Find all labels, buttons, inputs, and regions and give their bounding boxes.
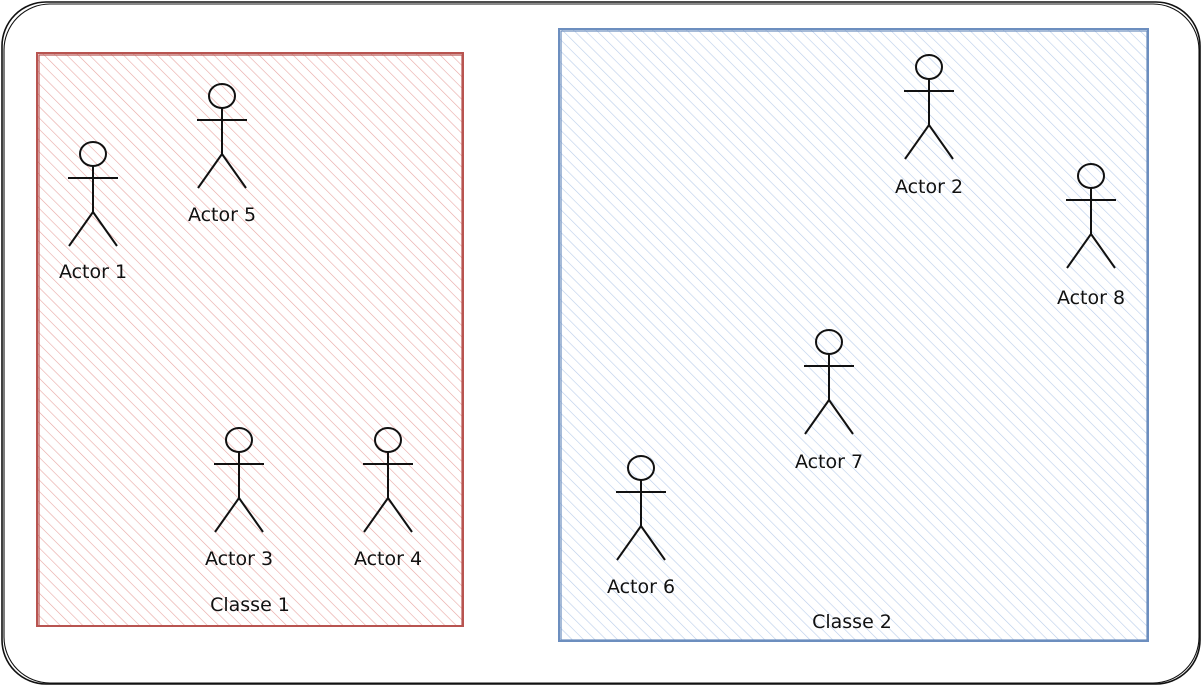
actor-icon[interactable] <box>616 455 666 561</box>
actor-icon[interactable] <box>68 141 118 247</box>
actor-label: Actor 2 <box>895 176 963 198</box>
actor-icon[interactable] <box>904 54 954 160</box>
actor-label: Actor 7 <box>795 451 863 473</box>
actor-label: Actor 3 <box>205 548 273 570</box>
actor-icon[interactable] <box>804 329 854 435</box>
actor-icon[interactable] <box>197 83 247 189</box>
actor-icon[interactable] <box>214 427 264 533</box>
actor-label: Actor 6 <box>607 576 675 598</box>
actor-icon[interactable] <box>363 427 413 533</box>
actor-icon[interactable] <box>1066 163 1116 269</box>
class-label: Classe 2 <box>812 611 892 633</box>
class-label: Classe 1 <box>210 594 290 616</box>
actor-label: Actor 8 <box>1057 287 1125 309</box>
actor-label: Actor 4 <box>354 548 422 570</box>
actor-label: Actor 5 <box>188 204 256 226</box>
class-box-classe-2[interactable]: Classe 2 <box>558 28 1149 642</box>
class-box-classe-1[interactable]: Classe 1 <box>36 52 464 627</box>
actor-label: Actor 1 <box>59 261 127 283</box>
